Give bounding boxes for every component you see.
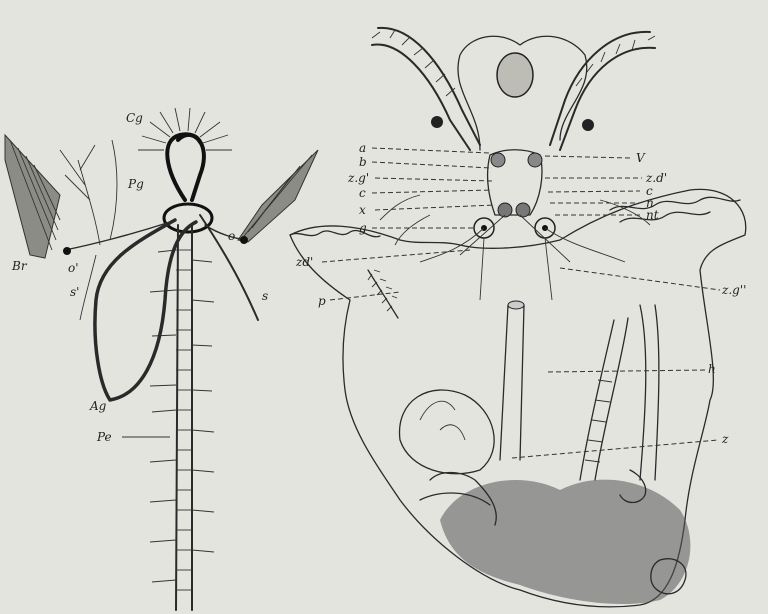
- left-nervous-diagram: Cg Pg Br o' o s' s Ag Pe: [5, 108, 318, 610]
- label-p: p: [318, 294, 326, 308]
- cerebral-ring: [167, 134, 204, 200]
- label-s-prime: s': [70, 285, 79, 299]
- label-cg: Cg: [126, 111, 143, 125]
- tentacle-right: [550, 32, 655, 150]
- cg-nerves: [138, 108, 232, 150]
- label-pg: Pg: [127, 177, 144, 191]
- label-z: z: [721, 432, 729, 446]
- ganglion-o: [240, 236, 248, 244]
- ventral-cord-left: [176, 225, 178, 610]
- label-ag: Ag: [89, 399, 107, 413]
- ganglion-o-prime: [63, 247, 71, 255]
- label-c-left: c: [359, 186, 366, 200]
- label-zd-prime-right: z.d': [645, 171, 667, 185]
- label-zd-prime-left: zd': [295, 255, 313, 269]
- label-b: b: [359, 155, 367, 169]
- label-o: o: [228, 229, 235, 243]
- dart-p: [368, 270, 398, 318]
- label-zg-double: z.g'': [721, 283, 746, 297]
- buccal-mass: [497, 53, 533, 97]
- penis-tube: [500, 305, 524, 460]
- label-g: g: [359, 221, 367, 235]
- cord-side-nerves: [150, 250, 214, 582]
- label-zg-prime: z.g': [347, 171, 369, 185]
- label-h: h: [708, 362, 716, 376]
- label-v: V: [636, 151, 646, 165]
- duct-right: [580, 318, 628, 480]
- tentacle-left: [372, 28, 480, 150]
- right-anatomy-diagram: a b z.g' c x g zd' p V z.d' c n nt z.g''…: [290, 28, 746, 607]
- label-br: Br: [11, 259, 28, 273]
- central-ganglia: [474, 150, 555, 238]
- label-x: x: [359, 203, 366, 217]
- label-o-prime: o': [68, 261, 79, 275]
- label-pe: Pe: [96, 430, 112, 444]
- label-nt: nt: [646, 208, 659, 222]
- label-s: s: [262, 289, 268, 303]
- gill-br-left: [5, 135, 60, 258]
- label-a: a: [359, 141, 366, 155]
